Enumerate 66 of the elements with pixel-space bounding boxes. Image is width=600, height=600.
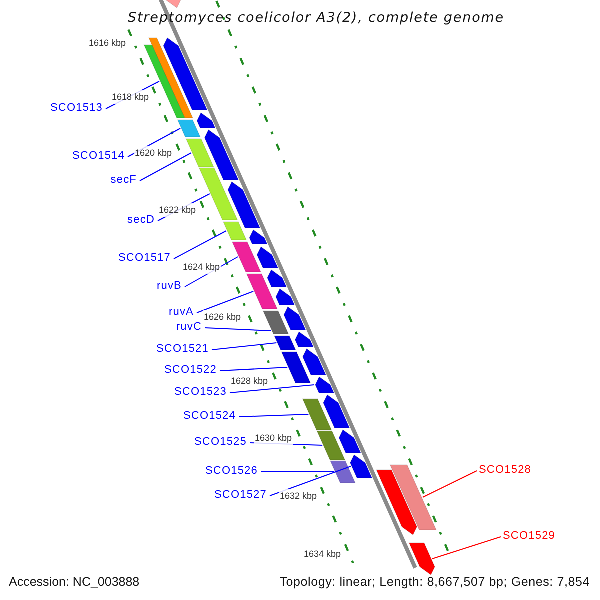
position-label: 1620 kbp [134,146,173,160]
gene-bar [376,470,418,536]
gene-label: SCO1527 [214,488,267,502]
leader-line [220,367,288,372]
gene-bar [148,38,194,118]
genome-info-text: Topology: linear; Length: 8,667,507 bp; Genes: 7,854 [280,575,590,589]
gene-bar [256,246,279,268]
leader-line [230,384,315,394]
position-label: 1626 kbp [202,310,242,324]
gene-label: ruvA [168,305,194,319]
gene-label: SCO1529 [503,529,556,543]
gene-label: ruvB [156,279,182,293]
gene-bar [177,120,201,138]
gene-label: SCO1517 [118,251,171,265]
gene-label: SCO1528 [479,463,532,477]
leader-line [140,152,192,182]
gene-bar [316,430,346,460]
leader-line [196,291,254,314]
position-label: 1618 kbp [110,90,150,104]
gene-label: SCO1525 [194,435,247,449]
gene-bar [262,310,290,334]
gene-label: SCO1526 [205,464,258,478]
gene-bar [228,182,261,228]
gene-bar [249,230,268,244]
gene-bar [323,394,350,428]
gene-bar [274,336,296,350]
gene-bar [302,348,326,376]
gene-bar [302,398,332,430]
gene-label: SCO1524 [183,409,236,423]
gene-bar [276,288,296,306]
leader-line [432,536,502,560]
gene-bar [294,332,314,348]
gene-bar [163,38,208,110]
gene-label: ruvC [176,320,202,334]
gene-bar [350,454,373,478]
gene-bar [330,460,356,484]
gene-bar [186,138,214,168]
gene-label: secF [110,173,137,187]
gene-bar [246,274,278,310]
gene-bar [198,168,238,220]
gene-label: SCO1522 [164,363,217,377]
gene-bar [204,130,240,180]
accession-text: Accession: NC_003888 [9,575,140,589]
gene-label: SCO1513 [50,101,103,115]
leader-line [204,328,272,332]
leader-line [270,466,352,496]
gene-bar [232,242,262,272]
gene-bar [390,464,437,530]
leader-line [174,230,227,260]
gene-bar [338,430,362,454]
gene-bar [196,112,216,128]
gene-bar [267,270,288,288]
position-label: 1632 kbp [278,489,318,503]
gene-label: SCO1521 [156,342,209,356]
gene-bar [223,222,247,240]
gene-bar [408,542,436,576]
leader-line [238,414,310,418]
leader-line [422,470,478,498]
gene-label: secD [128,213,155,227]
gene-bar [315,376,335,394]
gene-bar [284,306,306,330]
title: Streptomyces coelicolor A3(2), complete genome [128,11,504,25]
gene-label: SCO1523 [174,385,227,399]
position-label: 1622 kbp [158,203,197,217]
leader-line [212,342,278,350]
gene-label: SCO1514 [72,149,125,163]
